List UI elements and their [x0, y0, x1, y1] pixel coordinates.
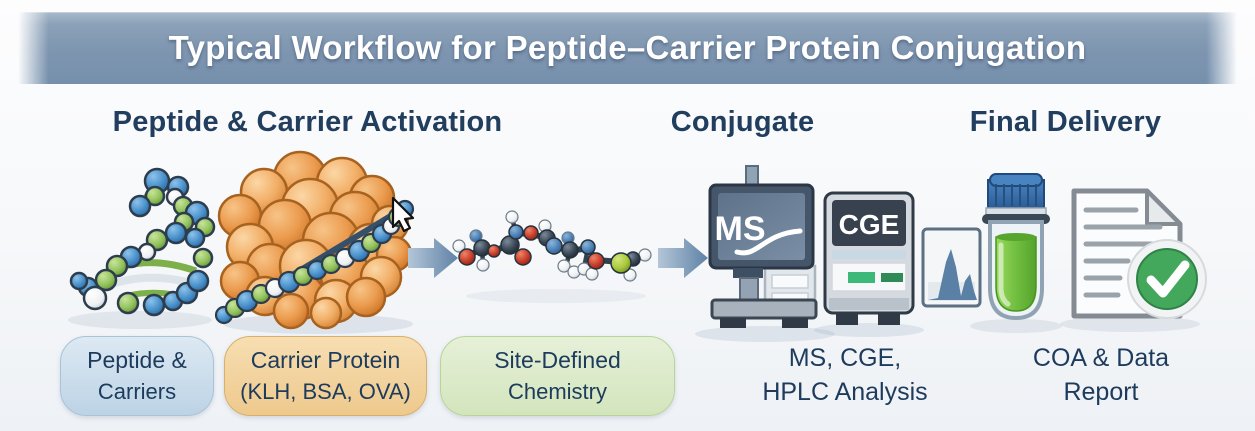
section-title-conjugate: Conjugate — [670, 106, 815, 138]
caption-analysis: MS, CGE, HPLC Analysis — [745, 336, 945, 414]
caption-line: Chemistry — [507, 379, 607, 404]
caption-line: Report — [1063, 378, 1139, 406]
page-title: Typical Workflow for Peptide–Carrier Pro… — [168, 29, 1087, 66]
caption-coa-report: COA & Data Report — [1000, 336, 1202, 414]
ground-shadows — [68, 289, 1200, 342]
conjugate-molecule-illustration — [452, 210, 652, 282]
sample-vial-icon — [982, 173, 1050, 321]
flow-arrow-icon — [408, 238, 458, 278]
ms-instrument-icon: MS — [708, 165, 818, 328]
caption-line: (KLH, BSA, OVA) — [240, 379, 411, 404]
report-document-icon — [1071, 188, 1207, 319]
check-circle-icon — [1127, 239, 1207, 319]
caption-line: Carrier Protein — [250, 347, 401, 373]
carrier-protein-illustration — [214, 150, 415, 330]
caption-peptide-carriers: Peptide & Carriers — [60, 336, 214, 416]
peptide-helix-illustration — [69, 167, 216, 317]
caption-line: MS, CGE, — [788, 344, 902, 372]
chromatogram-icon — [921, 227, 982, 308]
flow-arrow-icon — [658, 238, 708, 278]
ms-screen-label: MS — [715, 210, 766, 248]
section-title-delivery: Final Delivery — [969, 106, 1162, 138]
caption-line: COA & Data — [1032, 344, 1170, 372]
caption-line: Peptide & — [87, 347, 187, 373]
title-banner: Typical Workflow for Peptide–Carrier Pro… — [18, 12, 1237, 84]
caption-line: Carriers — [97, 379, 177, 404]
cursor-pointer-icon — [391, 196, 415, 233]
caption-carrier-protein: Carrier Protein (KLH, BSA, OVA) — [224, 336, 427, 416]
cge-panel-label: CGE — [839, 209, 900, 240]
caption-site-defined-chemistry: Site-Defined Chemistry — [440, 336, 675, 416]
caption-line: HPLC Analysis — [762, 378, 928, 406]
section-title-activation: Peptide & Carrier Activation — [112, 106, 503, 138]
cge-instrument-icon: CGE — [823, 191, 915, 325]
caption-line: Site-Defined — [494, 347, 621, 373]
